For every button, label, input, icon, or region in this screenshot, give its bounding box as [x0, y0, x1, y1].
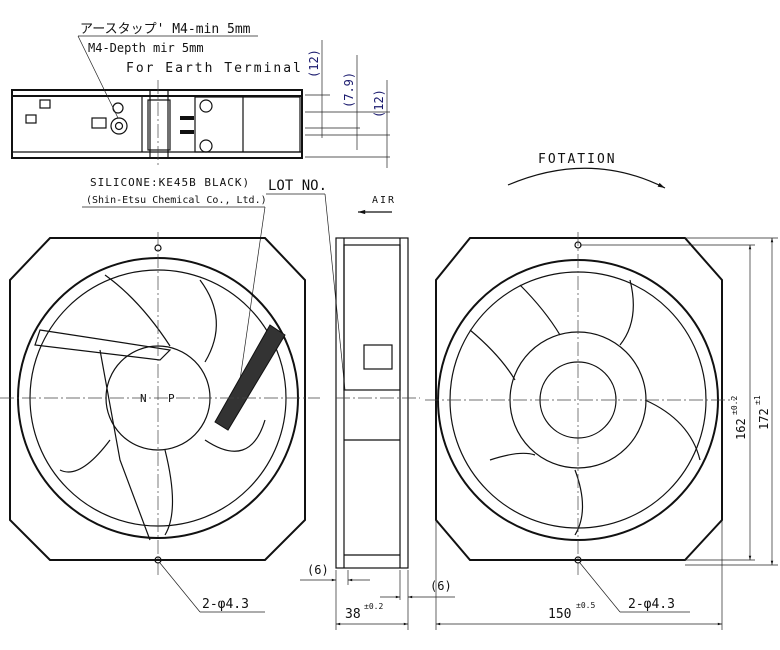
- hole-label-right: 2-φ4.3: [628, 597, 675, 612]
- bottom-dimensions: (6) (6) 38 ±0.2 150 ±0.5: [300, 400, 723, 630]
- hole-label-left: 2-φ4.3: [202, 597, 249, 612]
- lot-no-label: LOT NO.: [268, 178, 327, 194]
- air-label: AIR: [372, 195, 396, 206]
- screw-icon: [199, 139, 213, 153]
- front-view-right: 2-φ4.3 162 ±0.2 172 ±1: [425, 232, 778, 613]
- rotation-label: FOTATION: [538, 152, 617, 167]
- dim-inner-height-tol: ±0.2: [730, 396, 739, 415]
- earth-tap-note-jp: アースタップ' M4-min 5mm: [80, 22, 251, 37]
- side-view: [335, 237, 420, 569]
- dim-outer-height: 172: [757, 408, 771, 430]
- dim-depth-tol: ±0.2: [364, 602, 383, 611]
- earth-tap-note-en: M4-Depth mir 5mm: [88, 41, 204, 55]
- dim-12a: (12): [307, 49, 321, 78]
- dim-outer-height-tol: ±1: [753, 395, 762, 405]
- dim-inner-height: 162: [734, 418, 748, 440]
- dim-left-6: (6): [307, 563, 329, 577]
- silicone-note: SILICONE:KE45B BLACK): [90, 176, 250, 189]
- dim-12b: (12): [372, 89, 386, 118]
- screw-icon: [199, 99, 213, 113]
- front-view-left: N P 2-φ4.3: [0, 232, 320, 613]
- annotations: アースタップ' M4-min 5mm M4-Depth mir 5mm For …: [77, 22, 666, 391]
- top-view: [11, 40, 390, 168]
- top-dimensions: (12) (7.9) (12): [307, 49, 386, 118]
- p-label: P: [168, 392, 175, 405]
- dim-width-tol: ±0.5: [576, 601, 595, 610]
- dim-7-9: (7.9): [342, 72, 356, 108]
- silicone-seal: [214, 324, 286, 431]
- rotation-arrow-icon: [507, 167, 666, 189]
- earth-terminal-label: For Earth Terminal: [126, 61, 303, 76]
- dim-right-6: (6): [430, 579, 452, 593]
- n-label: N: [140, 392, 147, 405]
- maker-note: (Shin-Etsu Chemical Co., Ltd.): [86, 195, 267, 206]
- dim-depth: 38: [345, 607, 361, 622]
- dim-width: 150: [548, 607, 571, 622]
